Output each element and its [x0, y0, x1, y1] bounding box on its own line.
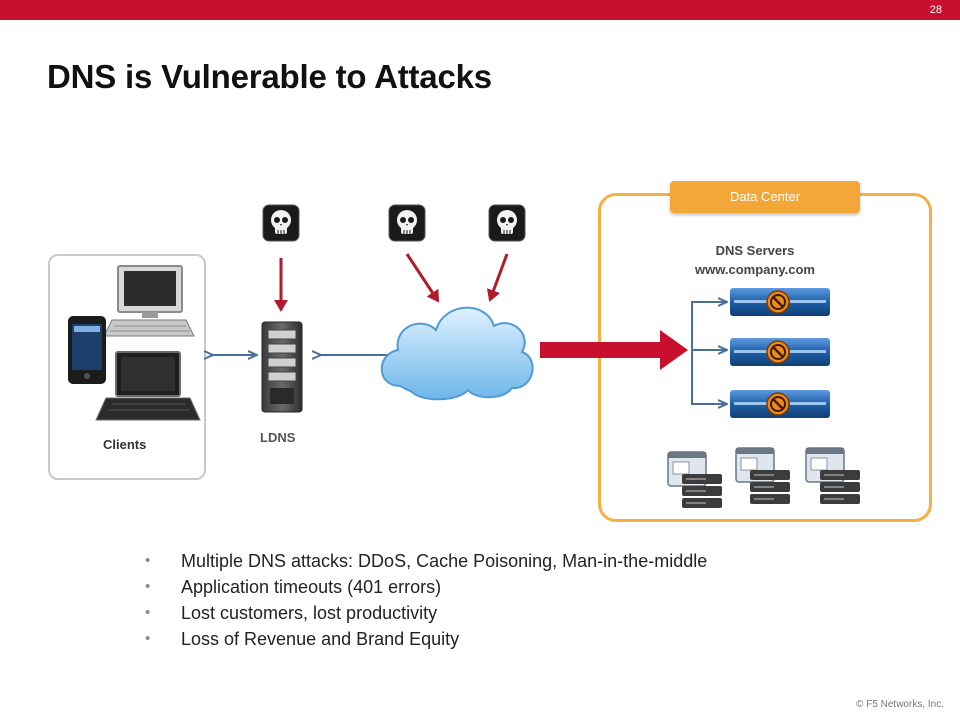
laptop-icon [95, 351, 201, 421]
skull-icon [262, 204, 300, 242]
slide-title: DNS is Vulnerable to Attacks [47, 58, 492, 95]
dns-server-connectors [691, 302, 726, 404]
cloud-icon [380, 306, 534, 401]
app-server-icon [735, 447, 791, 505]
dns-server-blocked-icon [728, 336, 832, 368]
bullet-item: Lost customers, lost productivity [145, 600, 707, 626]
dns-server-blocked-icon [728, 388, 832, 420]
attack-arrow-cloud-left [405, 253, 440, 303]
traffic-arrow [540, 330, 688, 370]
dns-servers-title: DNS Servers [715, 243, 795, 258]
desktop-icon [103, 265, 195, 337]
skull-icon [488, 204, 526, 242]
phone-icon [68, 316, 106, 384]
bullet-list: Multiple DNS attacks: DDoS, Cache Poison… [145, 548, 707, 652]
app-server-icon [667, 451, 723, 509]
app-server-icon [805, 447, 861, 505]
bullet-item: Loss of Revenue and Brand Equity [145, 626, 707, 652]
dns-servers-label: DNS Servers www.company.com [640, 241, 870, 279]
clients-group-box [48, 254, 206, 480]
server-tower-icon [261, 321, 303, 413]
skull-icon [388, 204, 426, 242]
attack-arrow-cloud-right [486, 253, 509, 302]
bullet-item: Multiple DNS attacks: DDoS, Cache Poison… [145, 548, 707, 574]
top-banner: 28 [0, 0, 960, 20]
clients-label: Clients [103, 437, 147, 452]
slide-number: 28 [929, 4, 942, 16]
dns-servers-domain: www.company.com [695, 262, 815, 277]
data-center-tab: Data Center [670, 181, 860, 213]
bullet-item: Application timeouts (401 errors) [145, 574, 707, 600]
copyright-footer: © F5 Networks, Inc. [856, 699, 944, 710]
dns-server-blocked-icon [728, 286, 832, 318]
ldns-label: LDNS [260, 430, 296, 445]
